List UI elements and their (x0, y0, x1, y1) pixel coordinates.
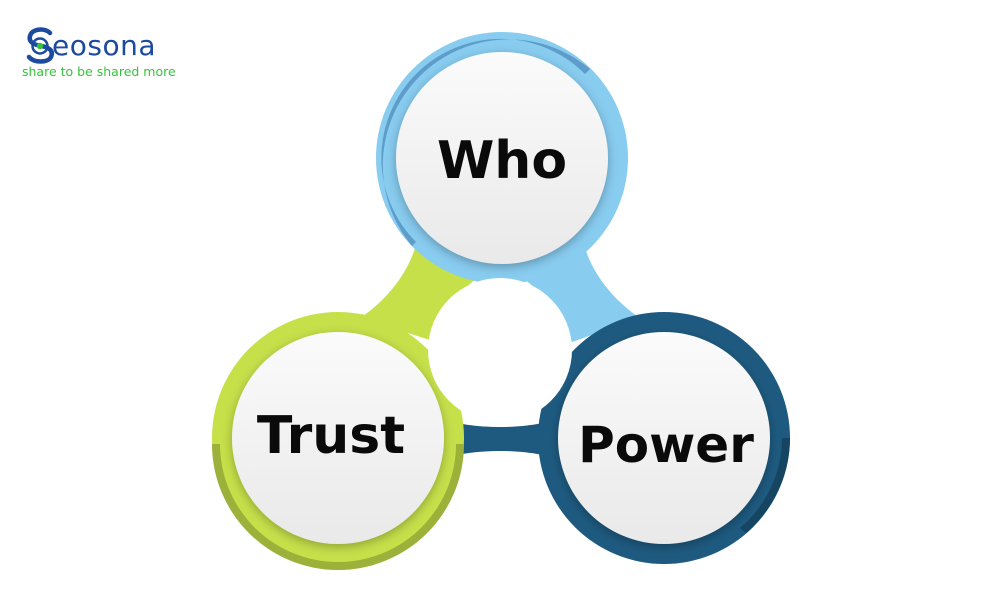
label-who: Who (437, 131, 567, 191)
disc-who (396, 52, 608, 264)
seosona-logo-icon (26, 27, 54, 64)
logo-tagline: share to be shared more (22, 64, 176, 79)
label-trust: Trust (257, 406, 405, 466)
ring-who-shade (381, 38, 590, 247)
disc-power (558, 332, 770, 544)
label-power: Power (578, 416, 754, 474)
center-hole (428, 278, 572, 422)
logo: eosona share to be shared more (22, 20, 202, 90)
logo-wordmark: eosona (52, 29, 156, 62)
disc-trust (232, 332, 444, 544)
ring-power-shade (740, 438, 790, 533)
connector-trust-power (440, 418, 560, 460)
